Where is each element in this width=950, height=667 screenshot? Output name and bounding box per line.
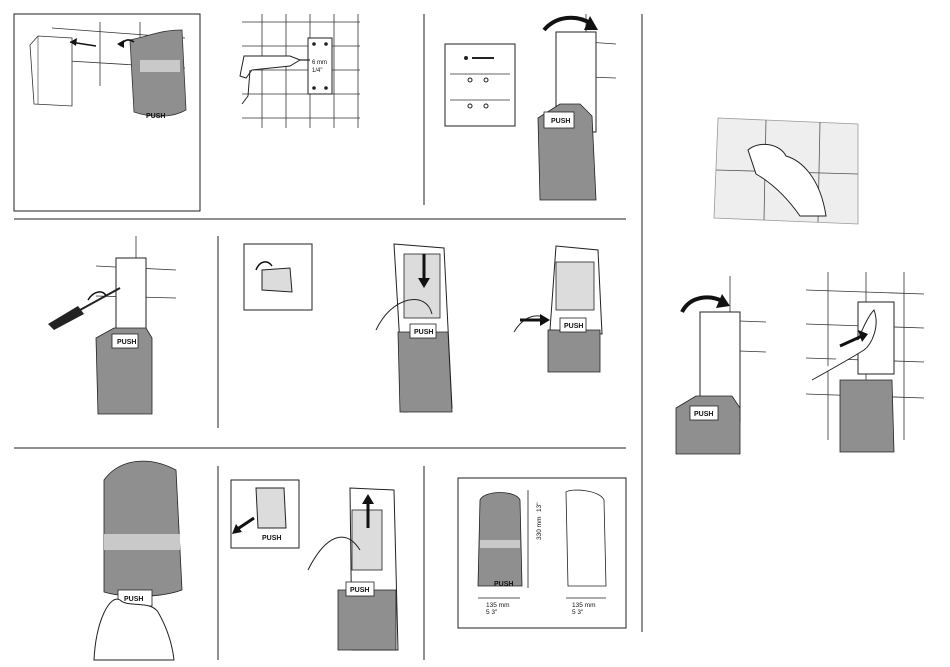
step-remove-old-dispenser: PUSH [14, 14, 200, 211]
step-clean-wall [714, 118, 858, 224]
push-label: PUSH [564, 323, 583, 330]
dimensions-diagram: PUSH 330 mm 13" 135 mm 5 3" 135 mm 5 3" [458, 478, 626, 628]
step-press-to-wall [806, 272, 924, 452]
height-mm: 330 mm [536, 517, 543, 540]
push-label: PUSH [414, 329, 433, 336]
step-mount-backplate: PUSH [445, 14, 616, 200]
step-remove-cap: PUSH PUSH [231, 480, 398, 650]
push-label: PUSH [117, 339, 136, 346]
depth-mm: 135 mm [572, 602, 595, 609]
push-label: PUSH [551, 118, 570, 125]
drill-size-mm: 6 mm [312, 60, 327, 66]
step-screw-backplate: PUSH [48, 236, 176, 414]
step-insert-refill: PUSH [244, 244, 452, 412]
height-in: 13" [536, 502, 543, 512]
step-pull-tab: PUSH [514, 246, 602, 372]
width-mm: 135 mm [486, 602, 509, 609]
push-label: PUSH [124, 596, 143, 603]
depth-in: 5 3" [572, 609, 584, 616]
push-label: PUSH [494, 581, 513, 588]
width-in: 5 3" [486, 609, 498, 616]
push-label: PUSH [262, 535, 281, 542]
push-label: PUSH [146, 113, 165, 120]
step-attach-dispenser: PUSH [676, 276, 766, 454]
push-label: PUSH [350, 587, 369, 594]
step-drill-holes: 6 mm 1/4" [240, 14, 360, 128]
push-label: PUSH [694, 411, 713, 418]
step-close-dispenser: PUSH [94, 461, 182, 660]
drill-size-in: 1/4" [312, 68, 322, 74]
